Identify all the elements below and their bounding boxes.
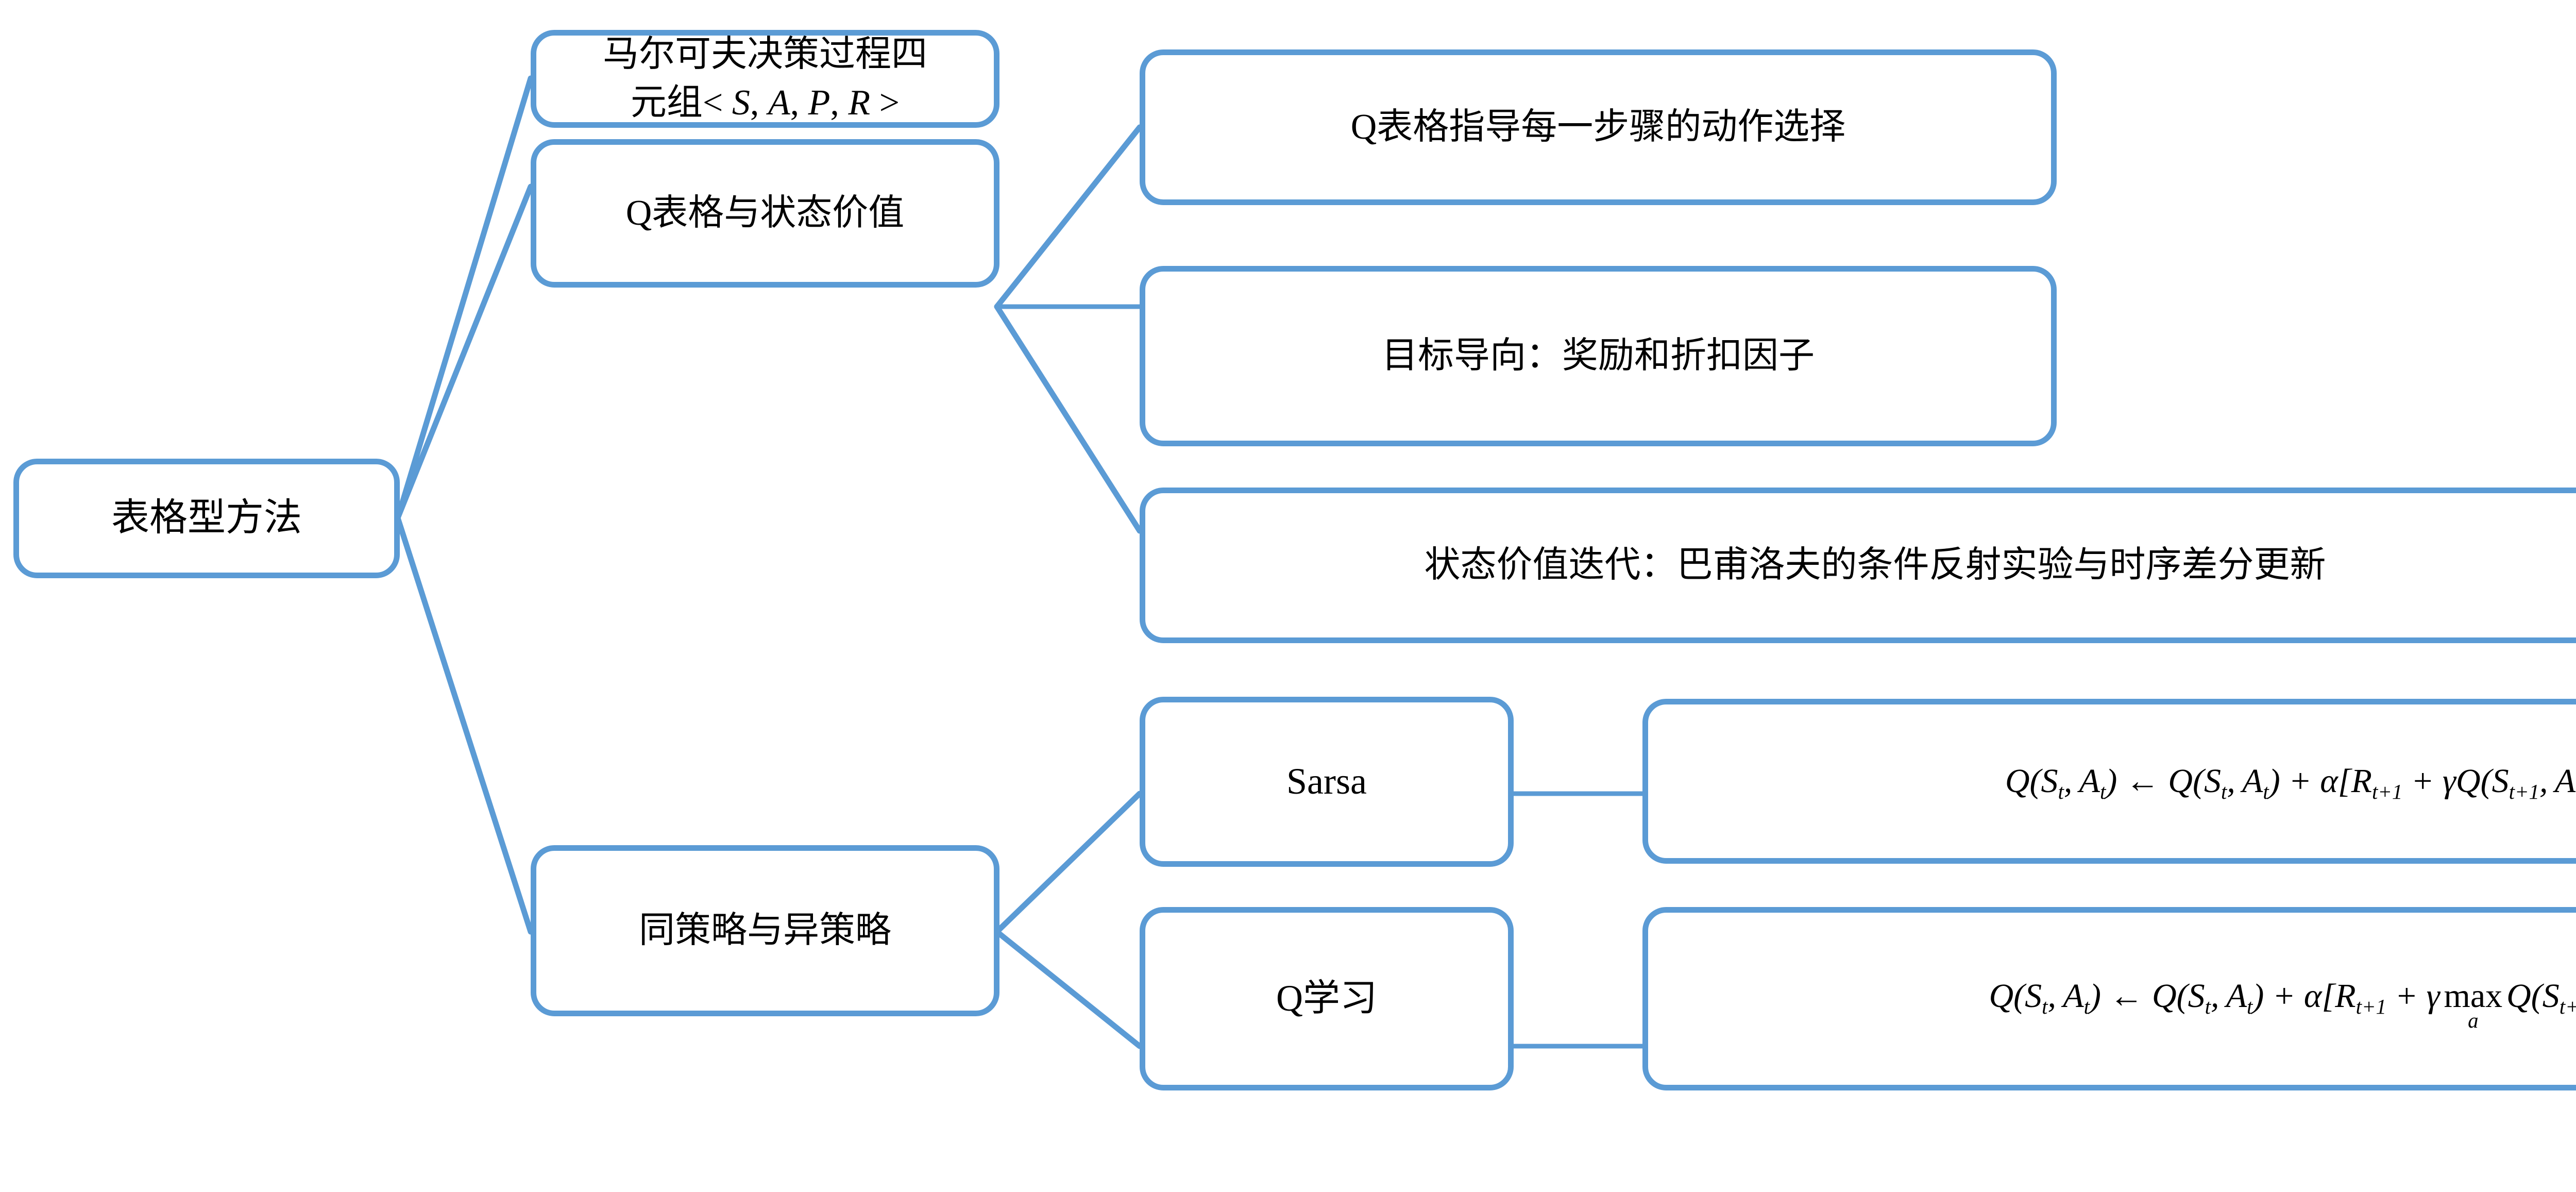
node-sarsa[interactable]: Sarsa [1140, 697, 1514, 867]
node-value-iteration[interactable]: 状态价值迭代：巴甫洛夫的条件反射实验与时序差分更新 [1140, 488, 2576, 643]
node-goal-oriented-label: 目标导向：奖励和折扣因子 [1382, 335, 1815, 376]
node-action-select[interactable]: Q表格指导每一步骤的动作选择 [1140, 49, 2057, 205]
node-mdp[interactable]: 马尔可夫决策过程四 元组< S, A, P, R > [531, 30, 999, 128]
sarsa-formula-math: Q(St, At) ← Q(St, At) + α[Rt+1 + γQ(St+1… [2005, 762, 2576, 804]
link-qtable-to-value-iteration [994, 304, 1143, 534]
node-root-label: 表格型方法 [111, 497, 302, 540]
node-goal-oriented[interactable]: 目标导向：奖励和折扣因子 [1140, 266, 2057, 446]
node-sarsa-label: Sarsa [1286, 761, 1367, 802]
link-root-to-policy [395, 515, 534, 935]
node-policy-label: 同策略与异策略 [639, 910, 891, 950]
node-qlearning-label: Q学习 [1276, 978, 1377, 1019]
node-policy[interactable]: 同策略与异策略 [531, 845, 999, 1016]
node-qtable[interactable]: Q表格与状态价值 [531, 139, 999, 288]
link-root-to-qtable [395, 183, 534, 521]
link-policy-to-sarsa [994, 791, 1143, 935]
node-mdp-line1: 马尔可夫决策过程四 [603, 34, 927, 74]
link-root-to-mdp [395, 75, 534, 521]
node-sarsa-formula[interactable]: Q(St, At) ← Q(St, At) + α[Rt+1 + γQ(St+1… [1642, 699, 2576, 864]
link-qtable-to-action-select [994, 124, 1143, 310]
node-qtable-label: Q表格与状态价值 [625, 193, 905, 233]
node-qlearning[interactable]: Q学习 [1140, 907, 1514, 1090]
link-policy-to-qlearning [994, 929, 1143, 1049]
node-value-iteration-label: 状态价值迭代：巴甫洛夫的条件反射实验与时序差分更新 [1424, 545, 2326, 585]
node-root[interactable]: 表格型方法 [13, 459, 400, 578]
node-action-select-label: Q表格指导每一步骤的动作选择 [1350, 107, 1846, 147]
node-mdp-line2: 元组< S, A, P, R > [630, 83, 900, 123]
node-mdp-text: 马尔可夫决策过程四 元组< S, A, P, R > [603, 30, 927, 128]
